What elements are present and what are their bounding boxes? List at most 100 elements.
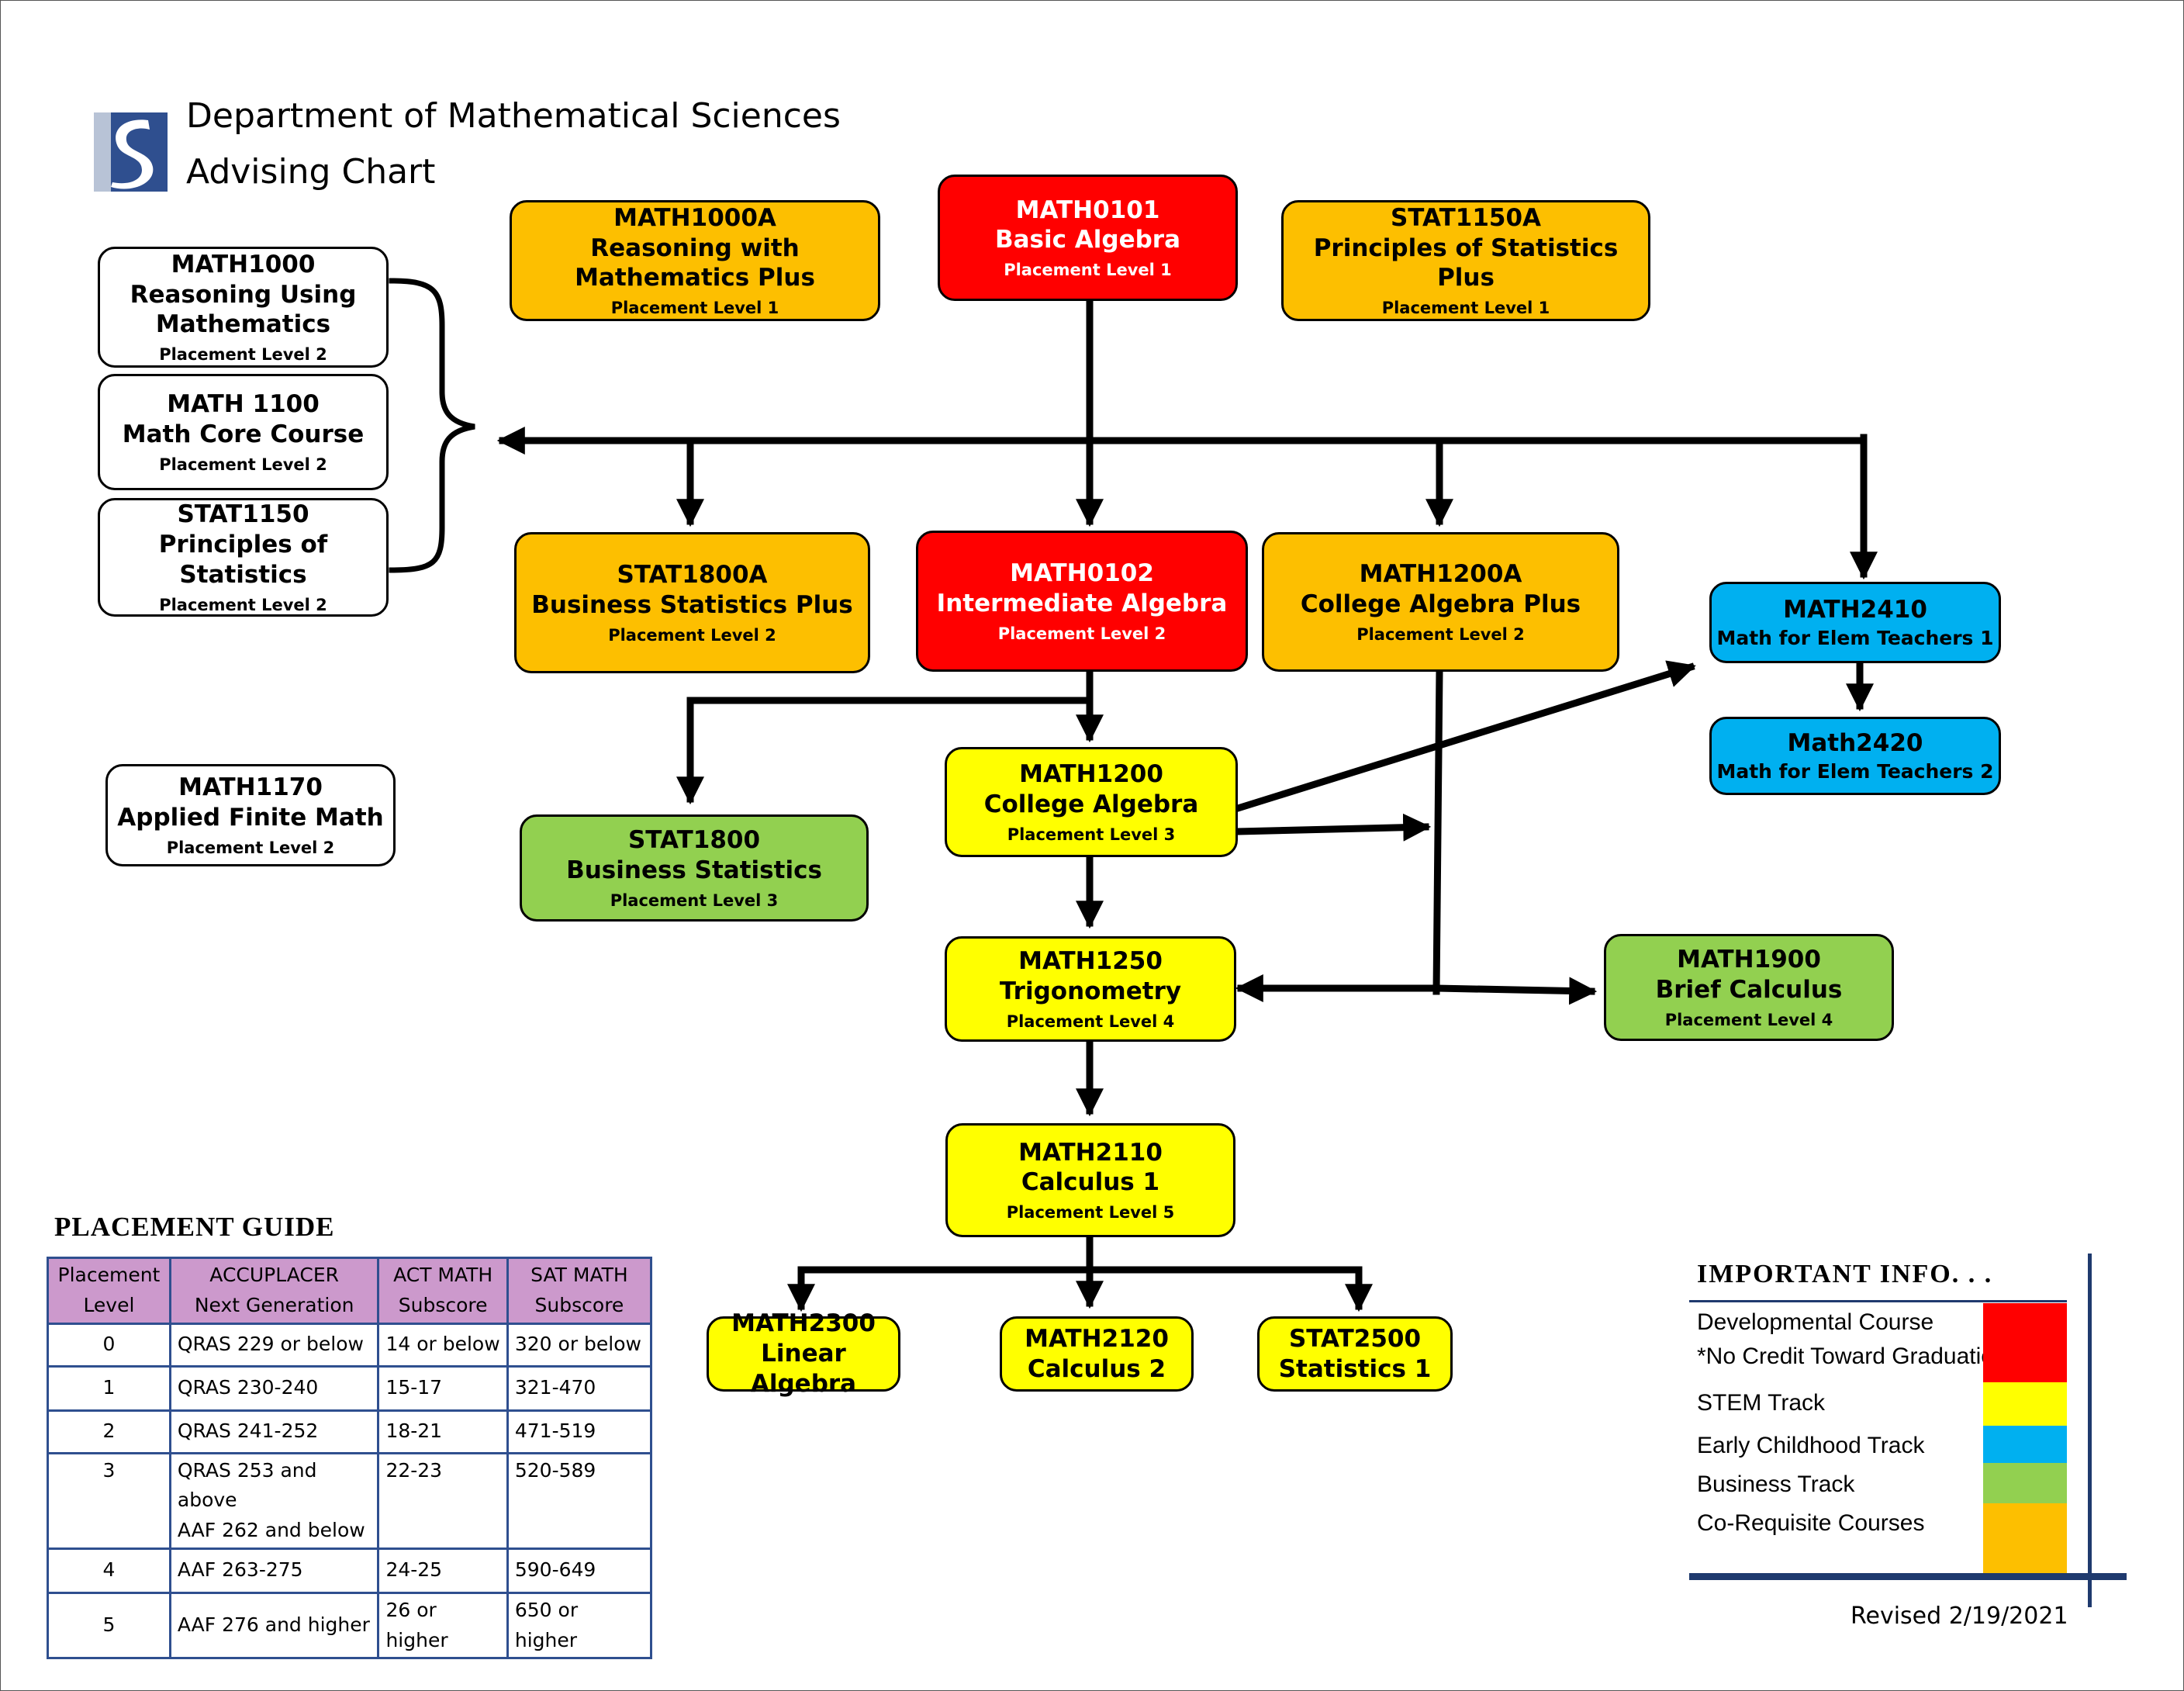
course-code: MATH0102 [1010,559,1154,588]
cell-act: 18-21 [377,1409,509,1454]
course-math1900[interactable]: MATH1900 Brief Calculus Placement Level … [1604,934,1894,1041]
course-code: MATH2410 [1783,595,1927,624]
course-level: Placement Level 2 [1356,624,1525,644]
course-code: MATH1900 [1677,946,1821,974]
course-code: Math2420 [1787,728,1923,757]
course-code: MATH1000 [171,250,316,278]
table-row: 2 QRAS 241-252 18-21 471-519 [47,1409,653,1454]
course-level: Placement Level 3 [610,890,779,910]
course-code: MATH1200A [1359,560,1522,589]
course-code: MATH2300 [731,1309,876,1338]
course-math2420[interactable]: Math2420 Math for Elem Teachers 2 [1709,717,2001,795]
cell-sat: 520-589 [506,1451,653,1550]
cell-sat: 471-519 [506,1409,653,1454]
cell-accuplacer: QRAS 241-252 [168,1409,380,1454]
legend-horizontal-rule [1689,1573,2127,1580]
legend-title-rule [1689,1300,2067,1302]
legend-swatch-green [1983,1463,2067,1503]
legend-label-corequisite: Co-Requisite Courses [1697,1510,1925,1536]
course-code: MATH0101 [1015,195,1160,224]
course-title: College Algebra Plus [1300,590,1581,618]
legend-note-no-credit: *No Credit Toward Graduation [1697,1343,2007,1369]
course-title: Calculus 2 [1027,1354,1166,1383]
legend-label-stem: STEM Track [1697,1390,1826,1416]
course-math1000[interactable]: MATH1000 Reasoning Using Mathematics Pla… [98,247,389,368]
course-code: MATH 1100 [167,390,320,419]
arrow-to-math1900 [1432,977,1598,1005]
course-level: Placement Level 1 [610,299,779,317]
course-math2120[interactable]: MATH2120 Calculus 2 [1000,1316,1194,1392]
cell-accuplacer: QRAS 229 or below [168,1322,380,1368]
course-code: MATH1000A [613,203,776,232]
course-stat2500[interactable]: STAT2500 Statistics 1 [1257,1316,1453,1392]
course-title: Math for Elem Teachers 2 [1716,760,1994,783]
legend-swatch-red [1983,1303,2067,1382]
line-1200a-down [1432,668,1443,995]
course-level: Placement Level 2 [159,455,327,474]
course-title: Principles of Statistics Plus [1313,233,1619,292]
course-title: Principles of Statistics [158,531,328,589]
course-code: STAT1800A [617,561,768,590]
cell-level: 5 [47,1591,171,1660]
cell-level: 4 [47,1547,171,1594]
cell-accuplacer: QRAS 230-240 [168,1364,380,1412]
arrow-0102-to-stat1800 [676,697,1094,805]
cell-level: 1 [47,1364,171,1412]
course-stat1800[interactable]: STAT1800 Business Statistics Placement L… [520,814,869,922]
course-level: Placement Level 1 [1004,261,1172,280]
important-info-title: IMPORTANT INFO. . . [1697,1260,1993,1288]
course-title: Trigonometry [999,977,1182,1005]
course-title: Calculus 1 [1021,1168,1160,1197]
course-code: STAT1150A [1390,203,1542,232]
course-code: STAT1150 [177,500,309,529]
course-math2300[interactable]: MATH2300 Linear Algebra [707,1309,900,1398]
course-math2410[interactable]: MATH2410 Math for Elem Teachers 1 [1709,582,2001,663]
core-courses-brace [389,278,475,573]
cell-act: 24-25 [377,1547,509,1594]
table-row: 4 AAF 263-275 24-25 590-649 [47,1547,653,1594]
course-level: Placement Level 1 [1381,299,1550,317]
course-math0102[interactable]: MATH0102 Intermediate Algebra Placement … [916,531,1248,672]
course-math1000a[interactable]: MATH1000A Reasoning with Mathematics Plu… [510,200,880,321]
cell-sat: 650 or higher [506,1591,653,1660]
course-math2110[interactable]: MATH2110 Calculus 1 Placement Level 5 [945,1123,1235,1237]
legend-swatch-yellow [1983,1382,2067,1426]
course-math1170[interactable]: MATH1170 Applied Finite Math Placement L… [105,764,396,866]
course-stat1150[interactable]: STAT1150 Principles of Statistics Placem… [98,498,389,617]
cell-level: 2 [47,1409,171,1454]
revised-date: Revised 2/19/2021 [1851,1603,2068,1630]
course-math1250[interactable]: MATH1250 Trigonometry Placement Level 4 [945,936,1236,1042]
course-title: Math Core Course [122,420,365,448]
course-math1200a[interactable]: MATH1200A College Algebra Plus Placement… [1262,532,1619,672]
course-stat1150a[interactable]: STAT1150A Principles of Statistics Plus … [1281,200,1650,321]
cell-accuplacer: AAF 263-275 [168,1547,380,1594]
table-row: 5 AAF 276 and higher 26 or higher 650 or… [47,1591,653,1660]
course-title: Linear Algebra [750,1340,857,1398]
cell-level: 0 [47,1322,171,1368]
course-title: Statistics 1 [1278,1354,1432,1383]
cell-level: 3 [47,1451,171,1550]
course-math1200[interactable]: MATH1200 College Algebra Placement Level… [945,747,1238,857]
course-level: Placement Level 2 [159,345,327,364]
course-code: MATH2120 [1025,1324,1169,1353]
course-code: MATH1170 [178,773,323,802]
course-title: Business Statistics Plus [531,590,853,619]
course-level: Placement Level 2 [159,595,327,614]
course-level: Placement Level 4 [1664,1010,1833,1029]
course-math1100[interactable]: MATH 1100 Math Core Course Placement Lev… [98,374,389,490]
cell-act: 14 or below [377,1322,509,1368]
placement-guide-title: PLACEMENT GUIDE [54,1212,335,1242]
chart-subtitle: Advising Chart [186,152,436,192]
course-title: Basic Algebra [994,226,1181,254]
course-title: Brief Calculus [1655,975,1843,1004]
course-stat1800a[interactable]: STAT1800A Business Statistics Plus Place… [514,532,870,673]
course-title: Applied Finite Math [117,803,384,832]
course-math0101[interactable]: MATH0101 Basic Algebra Placement Level 1 [938,175,1238,301]
legend-label-developmental: Developmental Course [1697,1309,1934,1335]
